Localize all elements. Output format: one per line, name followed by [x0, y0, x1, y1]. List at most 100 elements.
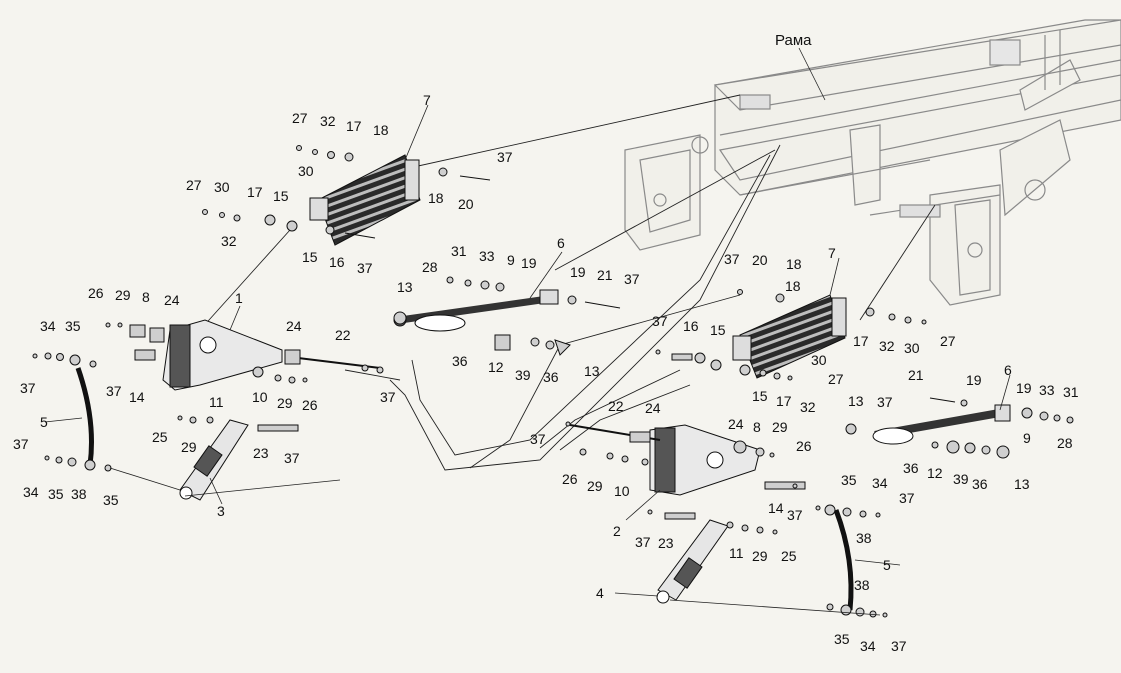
callout-25: 25 [781, 548, 797, 564]
frame-label: Рама [775, 32, 812, 49]
callout-27: 27 [828, 371, 844, 387]
callout-28: 28 [1057, 435, 1073, 451]
callout-19: 19 [570, 264, 586, 280]
callout-33: 33 [479, 248, 495, 264]
callout-24: 24 [645, 400, 661, 416]
callout-6: 6 [557, 235, 565, 251]
callout-8: 8 [142, 289, 150, 305]
callout-38: 38 [71, 486, 87, 502]
callout-31: 31 [451, 243, 467, 259]
callout-23: 23 [658, 535, 674, 551]
callout-37: 37 [877, 394, 893, 410]
callout-30: 30 [811, 352, 827, 368]
callout-9: 9 [1023, 430, 1031, 446]
callout-37: 37 [899, 490, 915, 506]
callout-18: 18 [785, 278, 801, 294]
callout-31: 31 [1063, 384, 1079, 400]
callout-4: 4 [596, 585, 604, 601]
callout-37: 37 [106, 383, 122, 399]
callout-34: 34 [40, 318, 56, 334]
callout-25: 25 [152, 429, 168, 445]
callout-15: 15 [302, 249, 318, 265]
callout-37: 37 [891, 638, 907, 654]
callout-6: 6 [1004, 362, 1012, 378]
callout-29: 29 [277, 395, 293, 411]
callout-22: 22 [608, 398, 624, 414]
link-5-left [75, 367, 94, 466]
callout-38: 38 [854, 577, 870, 593]
callout-30: 30 [298, 163, 314, 179]
callout-5: 5 [40, 414, 48, 430]
callout-27: 27 [292, 110, 308, 126]
hardware [32, 145, 1074, 618]
callout-27: 27 [186, 177, 202, 193]
callout-13: 13 [1014, 476, 1030, 492]
callout-27: 27 [940, 333, 956, 349]
lever-1 [162, 319, 283, 391]
callout-24: 24 [286, 318, 302, 334]
callout-32: 32 [879, 338, 895, 354]
callout-32: 32 [221, 233, 237, 249]
callout-17: 17 [247, 184, 263, 200]
callout-18: 18 [428, 190, 444, 206]
vehicle-frame [624, 19, 1121, 306]
callout-37: 37 [357, 260, 373, 276]
callout-37: 37 [787, 507, 803, 523]
callout-24: 24 [164, 292, 180, 308]
callout-23: 23 [253, 445, 269, 461]
callout-15: 15 [273, 188, 289, 204]
callout-26: 26 [302, 397, 318, 413]
callout-28: 28 [422, 259, 438, 275]
callout-35: 35 [841, 472, 857, 488]
callout-36: 36 [903, 460, 919, 476]
callout-15: 15 [752, 388, 768, 404]
callout-38: 38 [856, 530, 872, 546]
callout-26: 26 [88, 285, 104, 301]
callout-29: 29 [752, 548, 768, 564]
callout-35: 35 [103, 492, 119, 508]
callout-24: 24 [728, 416, 744, 432]
callout-1: 1 [235, 290, 243, 306]
callout-37: 37 [497, 149, 513, 165]
callout-35: 35 [65, 318, 81, 334]
callout-10: 10 [614, 483, 630, 499]
leader-lines [44, 47, 1011, 616]
callout-13: 13 [397, 279, 413, 295]
callout-22: 22 [335, 327, 351, 343]
callout-37: 37 [380, 389, 396, 405]
callout-37: 37 [724, 251, 740, 267]
callout-17: 17 [346, 118, 362, 134]
callout-15: 15 [710, 322, 726, 338]
callout-39: 39 [515, 367, 531, 383]
spring-pack-left [309, 154, 421, 246]
callout-13: 13 [848, 393, 864, 409]
callout-32: 32 [320, 113, 336, 129]
callout-36: 36 [452, 353, 468, 369]
callout-29: 29 [587, 478, 603, 494]
callout-29: 29 [772, 419, 788, 435]
callout-7: 7 [828, 245, 836, 261]
callout-19: 19 [521, 255, 537, 271]
callout-29: 29 [181, 439, 197, 455]
link-5-right [833, 509, 854, 611]
callout-3: 3 [217, 503, 225, 519]
callout-11: 11 [209, 394, 224, 410]
callout-37: 37 [20, 380, 36, 396]
callout-18: 18 [373, 122, 389, 138]
callout-37: 37 [284, 450, 300, 466]
callout-5: 5 [883, 557, 891, 573]
callout-19: 19 [1016, 380, 1032, 396]
callout-39: 39 [953, 471, 969, 487]
guide-lines [199, 94, 936, 471]
callout-34: 34 [860, 638, 876, 654]
callout-30: 30 [214, 179, 230, 195]
callout-35: 35 [48, 486, 64, 502]
callout-20: 20 [752, 252, 768, 268]
callout-11: 11 [729, 545, 744, 561]
callout-2: 2 [613, 523, 621, 539]
callout-20: 20 [458, 196, 474, 212]
callout-7: 7 [423, 92, 431, 108]
callout-13: 13 [584, 363, 600, 379]
callout-26: 26 [562, 471, 578, 487]
